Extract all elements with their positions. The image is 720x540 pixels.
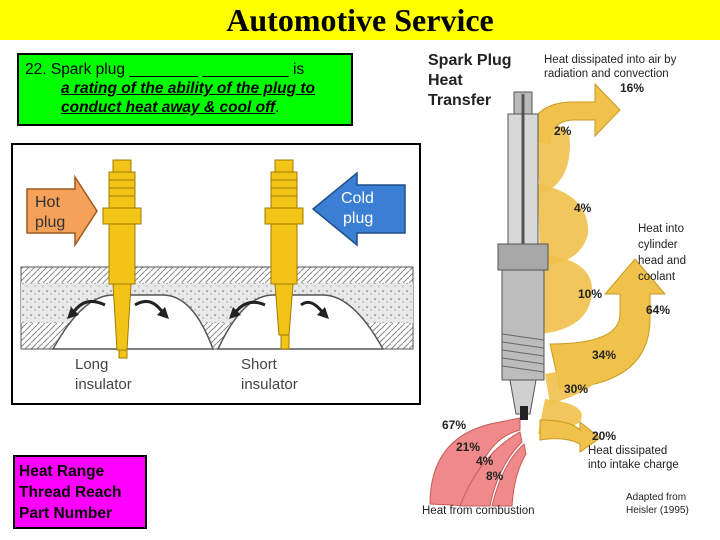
head-label-1: Heat into (638, 223, 685, 235)
air-label-1: Heat dissipated into air by (544, 54, 677, 66)
transfer-title-3: Transfer (428, 92, 492, 109)
combustion-chamber-right (216, 294, 385, 350)
credit-label-2: Heisler (1995) (626, 505, 689, 516)
heat-flow-10pct (540, 254, 593, 334)
transfer-title-1: Spark Plug (428, 52, 512, 69)
long-label-1: Long (75, 356, 108, 373)
answer-thread-reach: Thread Reach (19, 484, 122, 501)
answer-part-number: Part Number (19, 505, 113, 522)
pct-8: 8% (486, 469, 504, 483)
head-label-2: cylinder (638, 239, 678, 251)
air-label-2: radiation and convection (544, 68, 669, 80)
heat-path-arrow-right-2 (300, 300, 325, 314)
question-line-2: a rating of the ability of the plug to (25, 79, 345, 98)
heat-path-arrow-left-1 (71, 299, 106, 314)
question-period: . (275, 99, 280, 116)
short-label-2: insulator (241, 376, 298, 393)
head-label-3: head and (638, 255, 686, 267)
pct-30: 30% (564, 382, 589, 396)
combustion-chamber-left (51, 294, 215, 350)
hot-cold-plug-diagram: Hot plug Cold plug Long insulator Short … (11, 143, 421, 405)
intake-label-1: Heat dissipated (588, 445, 668, 457)
answer-heat-range: Heat Range (19, 463, 105, 480)
long-label-2: insulator (75, 376, 132, 393)
short-label-1: Short (241, 356, 278, 373)
pct-16: 16% (620, 81, 645, 95)
transfer-title-2: Heat (428, 72, 463, 89)
hot-label-1: Hot (35, 194, 60, 211)
hot-label-2: plug (35, 214, 65, 231)
pct-4-combustion: 4% (476, 454, 494, 468)
pct-4: 4% (574, 201, 592, 215)
pct-21: 21% (456, 440, 481, 454)
heat-path-arrow-right-1 (233, 300, 266, 314)
pct-10: 10% (578, 287, 603, 301)
heat-flow-4pct (538, 184, 589, 266)
pct-34: 34% (592, 348, 617, 362)
hot-plug-arrow (26, 174, 98, 248)
page-title: Automotive Service (226, 2, 494, 38)
cold-label-2: plug (343, 210, 373, 227)
pct-64: 64% (646, 303, 671, 317)
heat-intake-arrow (539, 419, 601, 453)
heat-flow-2pct (535, 126, 570, 194)
heat-path-arrow-left-2 (134, 299, 165, 314)
heat-transfer-illustration (429, 82, 667, 507)
title-bar: Automotive Service (0, 0, 720, 40)
head-label-4: coolant (638, 271, 676, 283)
intake-label-2: into intake charge (588, 459, 679, 471)
cold-spark-plug (264, 159, 304, 350)
combustion-label: Heat from combustion (422, 505, 535, 517)
cold-plug-arrow (311, 171, 406, 247)
question-line-3: conduct heat away & cool off. (25, 98, 345, 117)
pct-67: 67% (442, 418, 467, 432)
question-box: 22. Spark plug ________ __________ is a … (17, 53, 353, 126)
question-line-1: 22. Spark plug ________ __________ is (25, 61, 305, 78)
heat-flow-34pct (545, 344, 612, 404)
pct-20: 20% (592, 429, 617, 443)
plug-comparison-illustration: Hot plug Cold plug Long insulator Short … (20, 159, 414, 393)
credit-label-1: Adapted from (626, 492, 687, 503)
cold-label-1: Cold (341, 190, 374, 207)
answer-box: Heat Range Thread Reach Part Number (13, 455, 147, 529)
combustion-heat-2 (459, 431, 523, 507)
heat-flow-64pct-arrow (549, 258, 667, 390)
answer-text-2: a rating of the ability of the plug to (61, 80, 316, 97)
heat-transfer-diagram: Spark Plug Heat Transfer Heat dissipated… (420, 44, 720, 534)
spark-plug-cross-section (497, 91, 549, 420)
hot-spark-plug (102, 159, 142, 359)
combustion-heat-3 (491, 443, 527, 507)
answer-text-3: conduct heat away & cool off (61, 99, 276, 116)
pct-2: 2% (554, 124, 572, 138)
